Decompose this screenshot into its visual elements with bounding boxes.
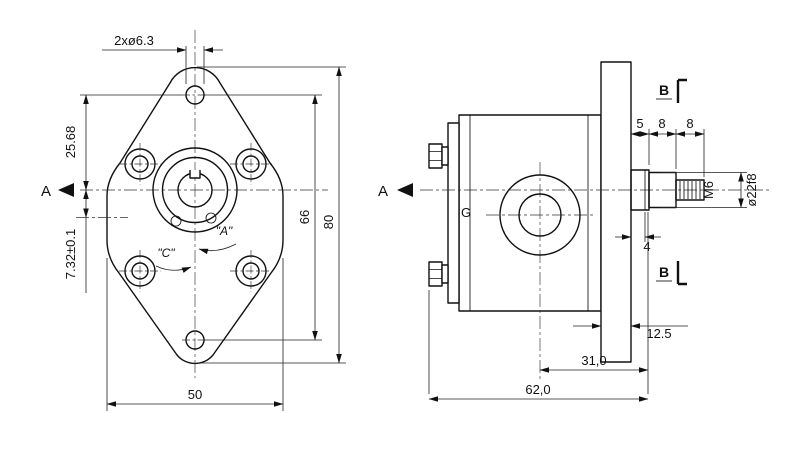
dim-8b-text: 8 [686,116,693,131]
dim-5-text: 5 [636,116,643,131]
dim-hole-spacing: 66 [204,94,322,341]
dim-62-text: 62,0 [525,382,550,397]
dim-overall-height: 80 [197,66,346,364]
view-a-triangle-icon [58,183,74,197]
dim-center-offset-top: 25.68 [63,94,182,191]
rotation-label-a: "A" [216,224,233,238]
threaded-end [675,179,705,201]
dim-31-text: 31,0 [581,353,606,368]
keyway [189,170,201,179]
section-marker-b-top: B [656,78,687,103]
bolt-hole-bottom-left [119,250,161,292]
view-arrow-a-side: A [378,183,413,200]
section-b-top-label: B [659,82,669,98]
rotation-indicators: "A" "C" [155,224,237,273]
bolt-hole-top-right [230,143,272,185]
dim-shaft-steps: 5 8 8 [630,116,705,177]
dim-25-68-text: 25.68 [63,126,78,159]
bolt-hole-bottom-right [230,250,272,292]
dim-top-holes-text: 2xø6.3 [114,33,154,48]
dim-12-5-text: 12.5 [646,326,671,341]
rear-flange-plate [600,61,632,363]
dim-7-32-text: 7.32±0.1 [63,229,78,280]
section-b-bottom-label: B [659,264,669,280]
rotation-arrow-a [198,243,237,255]
pump-body [458,114,602,312]
dowel-hole-left [170,215,182,227]
view-a-label: A [41,183,51,200]
dim-width: 50 [106,258,284,411]
view-a-side-label: A [378,183,388,200]
side-view: G 5 8 8 B B [378,61,770,402]
rotation-arrow-c [155,265,192,273]
dim-port-to-face: 31,0 [539,212,649,394]
body-seams [469,115,589,311]
dim-8a-text: 8 [658,116,665,131]
rotation-label-c: "C" [157,246,175,260]
port-circle [499,174,581,256]
bolt-top [428,143,449,169]
front-cover [447,122,460,304]
view-a-side-triangle-icon [397,183,413,197]
dim-66-text: 66 [297,210,312,224]
thread-label: M6 [701,181,716,199]
bolt-hole-top-left [119,143,161,185]
shaft-boss [152,147,238,233]
dim-shaft-diameter: ø22f8 [660,172,759,208]
dim-top-holes: 2xø6.3 [102,33,223,84]
view-arrow-a-front: A [41,183,74,200]
dim-overall-length: 62,0 [428,290,649,402]
dim-flange-thickness: 12.5 [573,323,688,341]
dim-80-text: 80 [321,215,336,229]
dim-50-text: 50 [188,387,202,402]
port-label: G [461,205,471,220]
front-view: "A" "C" 2xø6.3 25.68 7.32±0.1 [41,30,346,411]
bolt-bottom [428,261,449,287]
dim-center-offset: 7.32±0.1 [63,189,89,293]
section-marker-b-bottom: B [656,261,687,286]
dim-o22f8-text: ø22f8 [744,173,759,206]
dowel-hole-right [205,212,217,224]
thread-lines [679,181,701,199]
dim-4-text: 4 [643,239,650,254]
